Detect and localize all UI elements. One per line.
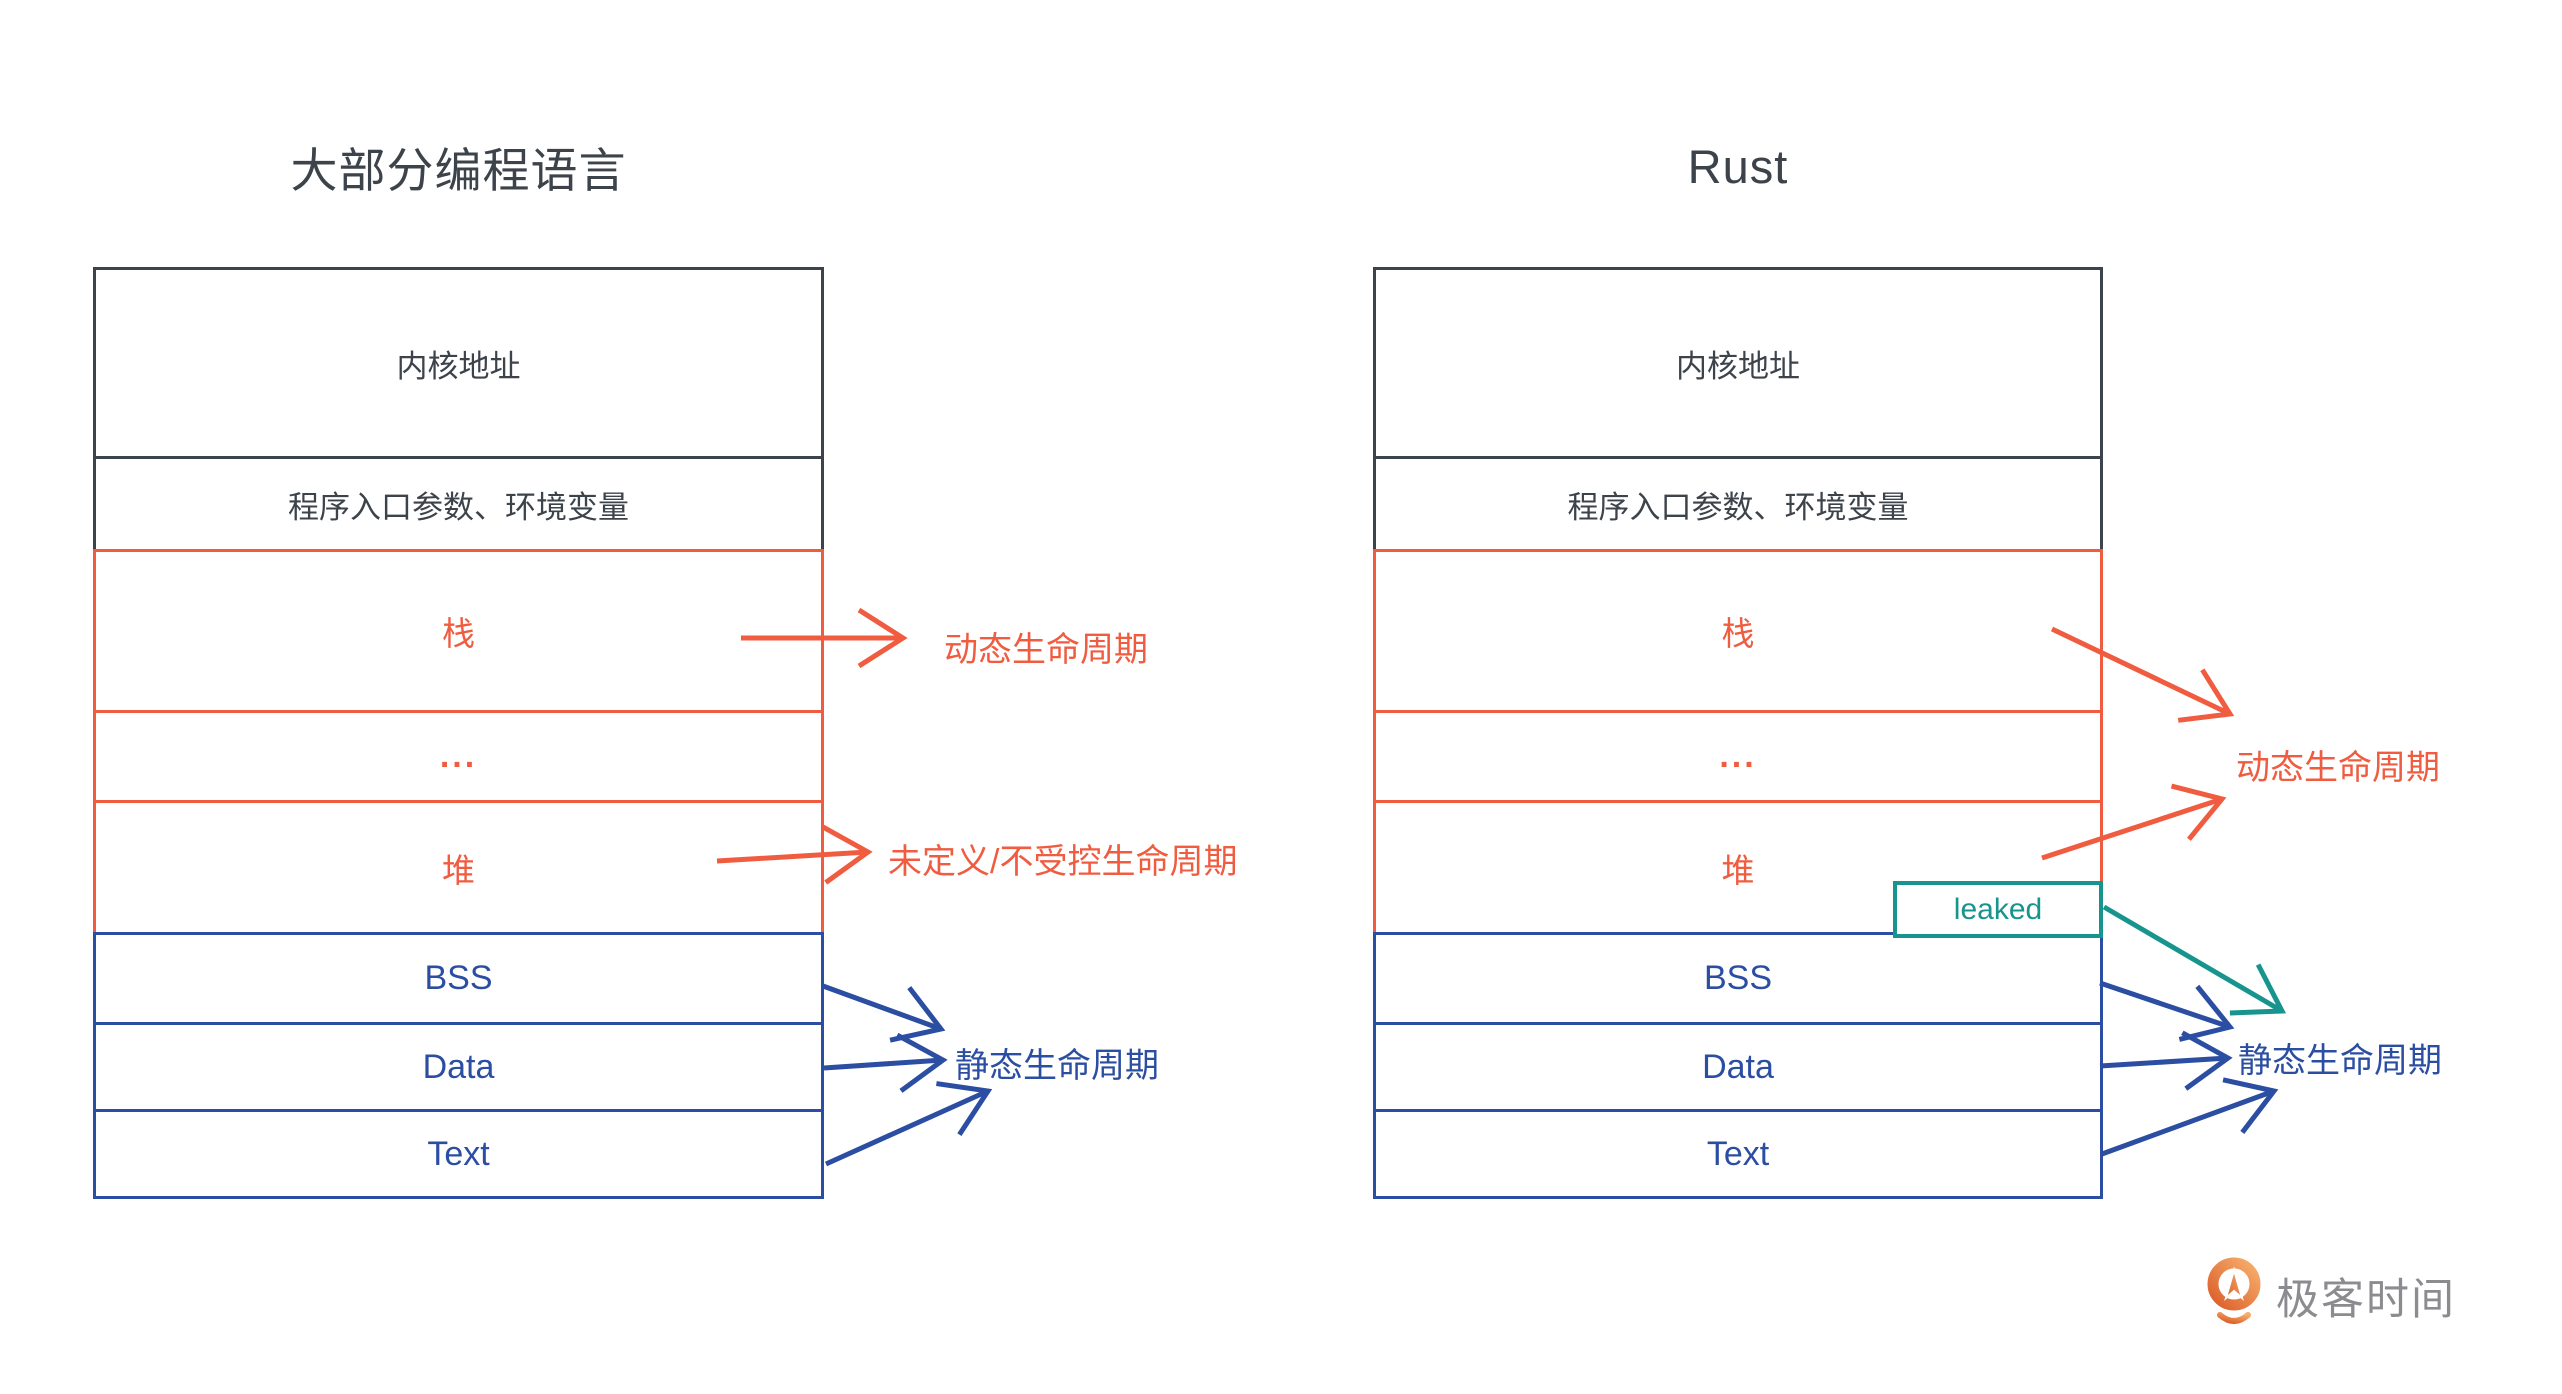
row-label: Text bbox=[1706, 1134, 1770, 1173]
leaked-label: leaked bbox=[1953, 892, 2043, 926]
left-row-stack: 栈 bbox=[93, 549, 824, 713]
right-memory-box: 内核地址 程序入口参数、环境变量 栈 ... 堆 BSS Data Text bbox=[1373, 267, 2103, 1199]
row-label: Data bbox=[422, 1047, 495, 1086]
arrow-left-bss-to-static bbox=[822, 983, 946, 1043]
arrow-right-bss-to-static bbox=[2099, 980, 2235, 1042]
row-label: 内核地址 bbox=[396, 348, 521, 384]
row-label: Data bbox=[1702, 1047, 1774, 1086]
left-row-heap: 堆 bbox=[93, 800, 824, 935]
row-label: 程序入口参数、环境变量 bbox=[288, 489, 629, 525]
arrow-right-leaked-to-static bbox=[2102, 904, 2287, 1016]
left-row-kernel-address: 内核地址 bbox=[93, 267, 824, 459]
row-label: Text bbox=[427, 1134, 490, 1173]
geektime-brand-text: 极客时间 bbox=[2276, 1275, 2456, 1324]
row-label: ... bbox=[1719, 737, 1757, 775]
right-row-bss: BSS bbox=[1373, 932, 2103, 1025]
left-dynamic-lifetime-label: 动态生命周期 bbox=[944, 631, 1148, 669]
left-memory-box: 内核地址 程序入口参数、环境变量 栈 ... 堆 BSS Data Text bbox=[93, 267, 824, 1199]
left-uncontrolled-lifetime-label: 未定义/不受控生命周期 bbox=[888, 843, 1238, 881]
right-row-entry-args-env: 程序入口参数、环境变量 bbox=[1373, 456, 2103, 552]
row-label: BSS bbox=[1703, 959, 1773, 997]
right-row-heap: 堆 bbox=[1373, 800, 2103, 935]
left-row-data: Data bbox=[93, 1022, 824, 1112]
row-label: ... bbox=[439, 737, 478, 775]
row-label: BSS bbox=[424, 959, 493, 997]
geektime-logo-icon bbox=[2206, 1256, 2262, 1335]
arrow-left-text-to-static bbox=[824, 1081, 993, 1167]
row-label: 堆 bbox=[442, 851, 475, 889]
row-label: 内核地址 bbox=[1676, 348, 1800, 384]
right-row-kernel-address: 内核地址 bbox=[1373, 267, 2103, 459]
right-row-ellipsis: ... bbox=[1373, 710, 2103, 803]
left-row-ellipsis: ... bbox=[93, 710, 824, 803]
row-label: 程序入口参数、环境变量 bbox=[1567, 489, 1909, 525]
right-row-text: Text bbox=[1373, 1109, 2103, 1199]
left-row-text: Text bbox=[93, 1109, 824, 1199]
left-diagram-title: 大部分编程语言 bbox=[290, 143, 627, 197]
row-label: 堆 bbox=[1721, 851, 1755, 889]
arrow-right-text-to-static bbox=[2101, 1077, 2279, 1157]
right-static-lifetime-label: 静态生命周期 bbox=[2238, 1042, 2442, 1080]
right-dynamic-lifetime-label: 动态生命周期 bbox=[2236, 749, 2440, 787]
right-row-stack: 栈 bbox=[1373, 549, 2103, 713]
arrow-left-data-to-static bbox=[823, 1032, 948, 1093]
right-diagram-title: Rust bbox=[1687, 139, 1789, 193]
left-row-entry-args-env: 程序入口参数、环境变量 bbox=[93, 456, 824, 552]
arrow-right-data-to-static bbox=[2099, 1030, 2233, 1091]
left-static-lifetime-label: 静态生命周期 bbox=[955, 1047, 1159, 1085]
right-row-data: Data bbox=[1373, 1022, 2103, 1112]
geektime-brand: 极客时间 bbox=[2206, 1256, 2456, 1335]
row-label: 栈 bbox=[442, 615, 475, 652]
row-label: 栈 bbox=[1721, 615, 1755, 652]
left-row-bss: BSS bbox=[93, 932, 824, 1025]
leaked-box: leaked bbox=[1893, 881, 2103, 938]
